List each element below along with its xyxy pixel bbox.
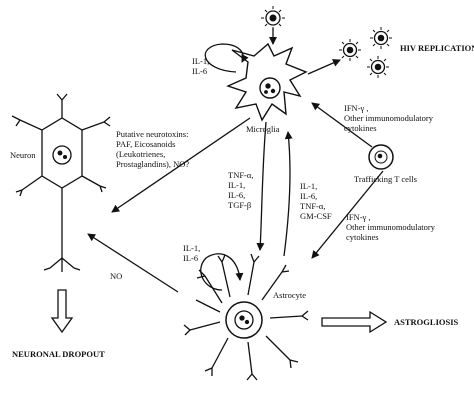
- arrow-astrocyte-to-microglia: [283, 131, 293, 257]
- astrocyte-to-microglia-label: IL-1, IL-6, TNF-α, GM-CSF: [300, 181, 332, 221]
- ifn-top-label: IFN-γ , Other immunomodulatory cytokines: [344, 103, 434, 133]
- arrow-astrogliosis: [321, 310, 388, 334]
- microglia-label: Microglia: [246, 124, 280, 134]
- microglia-to-astrocyte-label: TNF-α, IL-1, IL-6, TGF-β: [228, 170, 254, 210]
- virion-1: [339, 39, 361, 61]
- neuron-cell: [11, 93, 111, 272]
- arrow-neuronal-dropout: [50, 289, 74, 334]
- virion-2: [370, 27, 392, 49]
- hiv-replication-label: HIV REPLICATION: [400, 43, 474, 53]
- arrow-tcell-to-astrocyte: [311, 170, 384, 259]
- virion-top: [261, 6, 285, 30]
- no-label: NO: [110, 271, 123, 281]
- trafficking-t-cells-label: Trafficking T cells: [354, 174, 417, 184]
- arrow-astrocyte-autocrine: [200, 253, 244, 291]
- neuron-label: Neuron: [10, 150, 36, 160]
- microglia-autocrine-label: IL-1, IL-6: [192, 56, 210, 76]
- t-cell: [368, 144, 394, 170]
- astrocyte-autocrine-label: IL-1, IL-6: [183, 243, 201, 263]
- microglia-cell: [226, 42, 308, 122]
- arrow-tcell-to-microglia: [311, 102, 373, 148]
- virion-3: [367, 56, 389, 78]
- arrows: [87, 28, 384, 293]
- ifn-bottom-label: IFN-γ , Other immunomodulatory cytokines: [346, 212, 436, 242]
- astrocyte-label: Astrocyte: [273, 290, 307, 300]
- astrocyte-cell: [183, 253, 309, 381]
- arrow-microglia-autocrine: [204, 43, 249, 73]
- neurotoxins-label: Putative neurotoxins: PAF, Eicosanoids (…: [116, 129, 190, 169]
- arrow-microglia-to-hiv: [307, 59, 341, 75]
- arrow-microglia-to-astrocyte: [256, 121, 267, 251]
- neuronal-dropout-label: NEURONAL DROPOUT: [12, 349, 105, 359]
- hollow-arrows: [50, 289, 388, 334]
- arrow-microglia-to-neuron: [111, 117, 251, 213]
- arrow-astrocyte-to-neuron: [87, 233, 179, 293]
- astrogliosis-label: ASTROGLIOSIS: [394, 317, 459, 327]
